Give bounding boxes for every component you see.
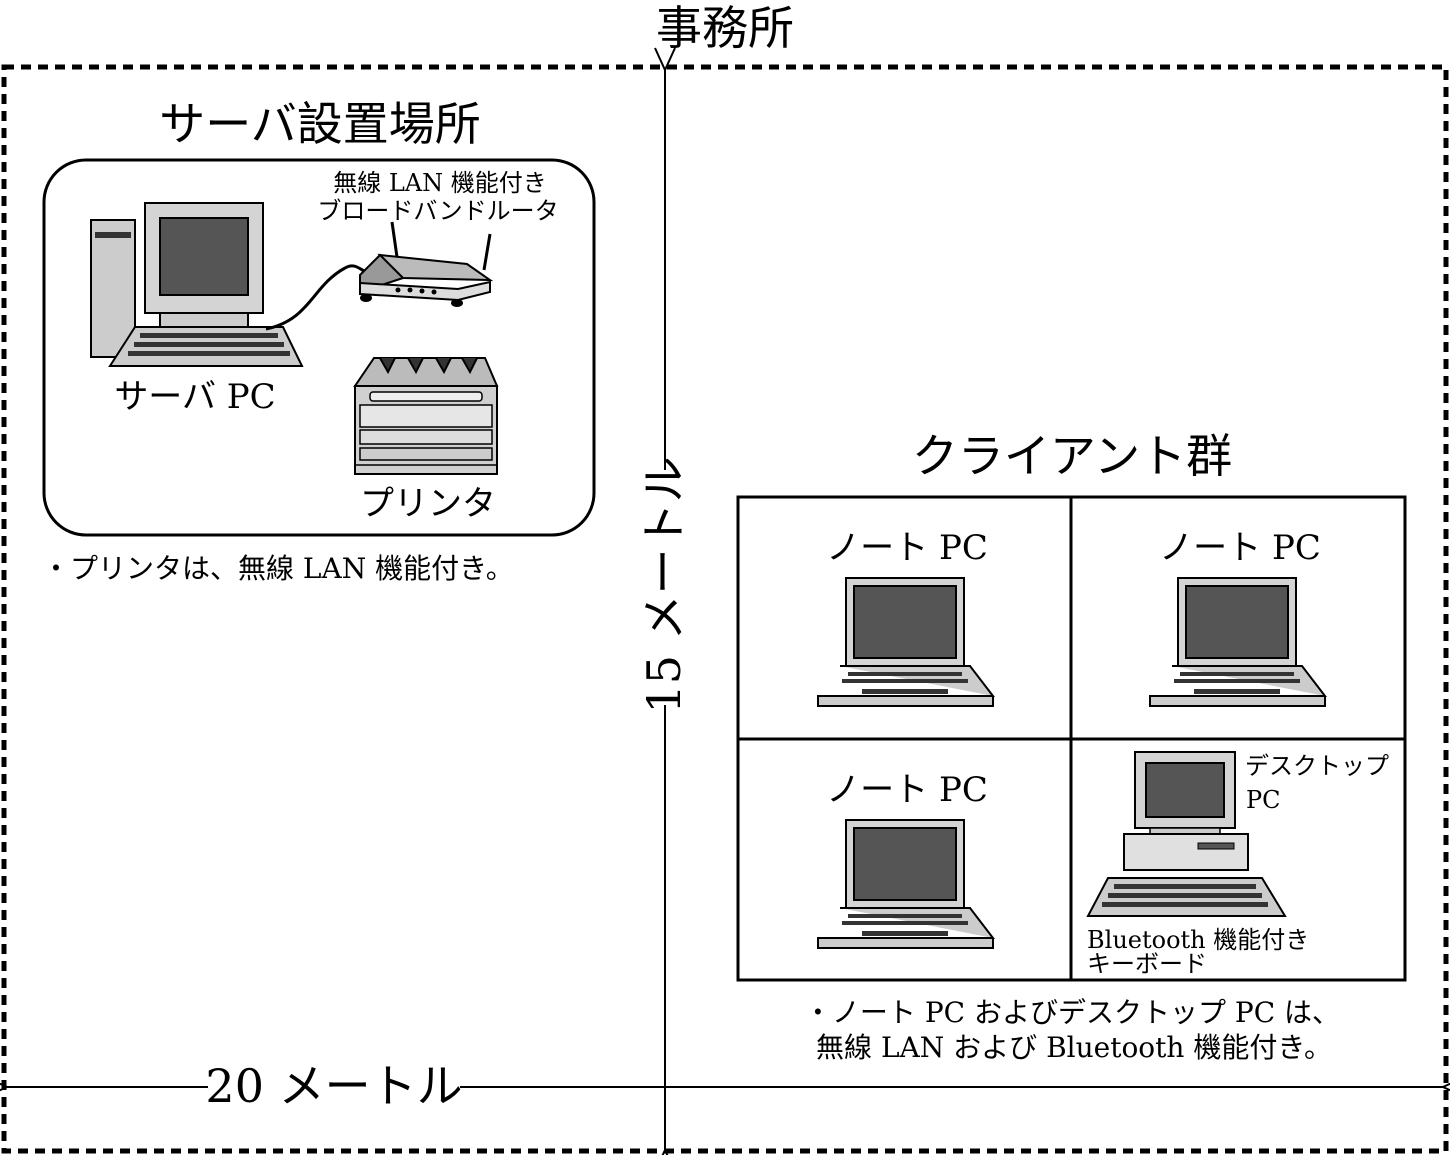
server-pc-icon	[90, 202, 371, 367]
router-label-line2: ブロードバンドルータ	[317, 197, 558, 225]
printer-icon	[353, 357, 499, 475]
width-dimension-label: 20 メートル	[205, 1059, 462, 1113]
laptop-icon	[817, 819, 996, 949]
router-label-line1: 無線 LAN 機能付き	[333, 169, 547, 197]
desktop-label-line1: デスクトップ	[1245, 752, 1389, 780]
desktop-pc-icon	[1123, 751, 1249, 871]
laptop-label-3: ノート PC	[826, 770, 988, 810]
laptop-icon	[1149, 577, 1328, 707]
keyboard-icon	[1086, 877, 1287, 917]
server-area-box	[42, 158, 596, 537]
router-icon	[359, 221, 494, 307]
laptop-label-2: ノート PC	[1159, 528, 1321, 568]
client-area-title: クライアント群	[912, 429, 1232, 483]
server-area-title: サーバ設置場所	[159, 97, 481, 151]
server-pc-label: サーバ PC	[114, 377, 275, 417]
laptop-icon	[817, 577, 996, 707]
server-area-note: ・プリンタは、無線 LAN 機能付き。	[42, 552, 514, 585]
printer-label: プリンタ	[360, 484, 496, 524]
height-dimension-label: 15 メートル	[637, 456, 691, 713]
desktop-label-line2: PC	[1246, 786, 1281, 814]
office-title: 事務所	[656, 1, 794, 55]
client-area-note-line2: 無線 LAN および Bluetooth 機能付き。	[816, 1031, 1332, 1064]
keyboard-label-line1: Bluetooth 機能付き	[1087, 926, 1309, 954]
client-area-note-line1: ・ノート PC およびデスクトップ PC は、	[804, 996, 1340, 1029]
laptop-label-1: ノート PC	[826, 528, 988, 568]
office-boundary	[1, 64, 1449, 1154]
keyboard-label-line2: キーボード	[1087, 950, 1207, 978]
